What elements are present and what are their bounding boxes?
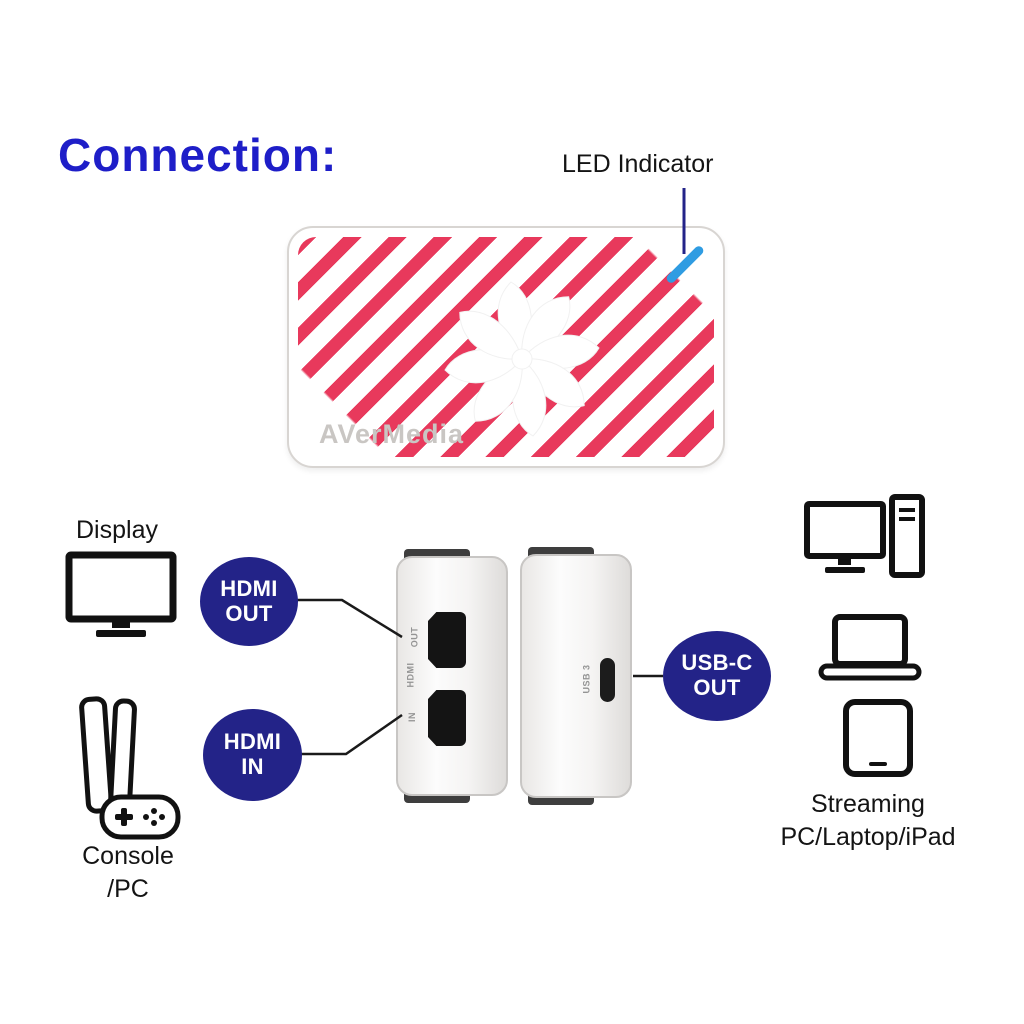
capture-card-top-view: AVerMedia xyxy=(287,226,725,468)
usb-c-port xyxy=(600,658,615,702)
hdmi-out-connector-line xyxy=(297,598,403,639)
desktop-pc-icon xyxy=(804,494,925,578)
hdmi-in-port-label: IN xyxy=(407,712,417,722)
hdmi-port-group-label: HDMI xyxy=(405,662,416,688)
callout-hdmi-out-line1: HDMI xyxy=(220,575,278,601)
game-console-gamepad-icon xyxy=(79,696,181,840)
hdmi-out-port-label: OUT xyxy=(409,626,420,648)
brand-label: AVerMedia xyxy=(319,419,465,449)
console-label-line2: /PC xyxy=(107,874,149,903)
tablet-icon xyxy=(843,699,913,777)
callout-hdmi-out-line2: OUT xyxy=(225,600,273,626)
hdmi-panel-body: OUT HDMI IN xyxy=(396,556,508,796)
device-side-view-hdmi: OUT HDMI IN xyxy=(396,549,508,803)
streaming-label: Streaming PC/Laptop/iPad xyxy=(756,788,980,853)
device-side-view-usb: USB 3 xyxy=(520,547,632,805)
display-label: Display xyxy=(76,516,158,544)
callout-hdmi-in-line1: HDMI xyxy=(223,729,282,755)
led-indicator-label: LED Indicator xyxy=(562,150,714,178)
callout-usb-c-out: USB-C OUT xyxy=(663,631,771,721)
avermedia-swirl-logo xyxy=(444,281,600,437)
console-label: Console /PC xyxy=(60,840,196,905)
display-monitor-icon xyxy=(65,551,177,637)
streaming-label-line1: Streaming xyxy=(811,790,925,818)
streaming-label-line2: PC/Laptop/iPad xyxy=(780,822,956,851)
page-title: Connection: xyxy=(58,129,338,181)
hdmi-out-port xyxy=(428,612,466,668)
callout-hdmi-in-line2: IN xyxy=(241,754,264,779)
callout-hdmi-out: HDMI OUT xyxy=(200,557,298,646)
console-label-line1: Console xyxy=(82,842,174,870)
callout-usb-c-out-line1: USB-C xyxy=(681,650,753,676)
callout-usb-c-out-line2: OUT xyxy=(693,675,741,700)
callout-hdmi-in: HDMI IN xyxy=(203,709,302,801)
hdmi-in-port xyxy=(428,690,466,746)
hdmi-in-connector-line xyxy=(301,713,403,756)
usb-port-label: USB 3 xyxy=(581,664,592,694)
laptop-icon xyxy=(818,614,922,681)
usb-panel-body: USB 3 xyxy=(520,554,632,798)
